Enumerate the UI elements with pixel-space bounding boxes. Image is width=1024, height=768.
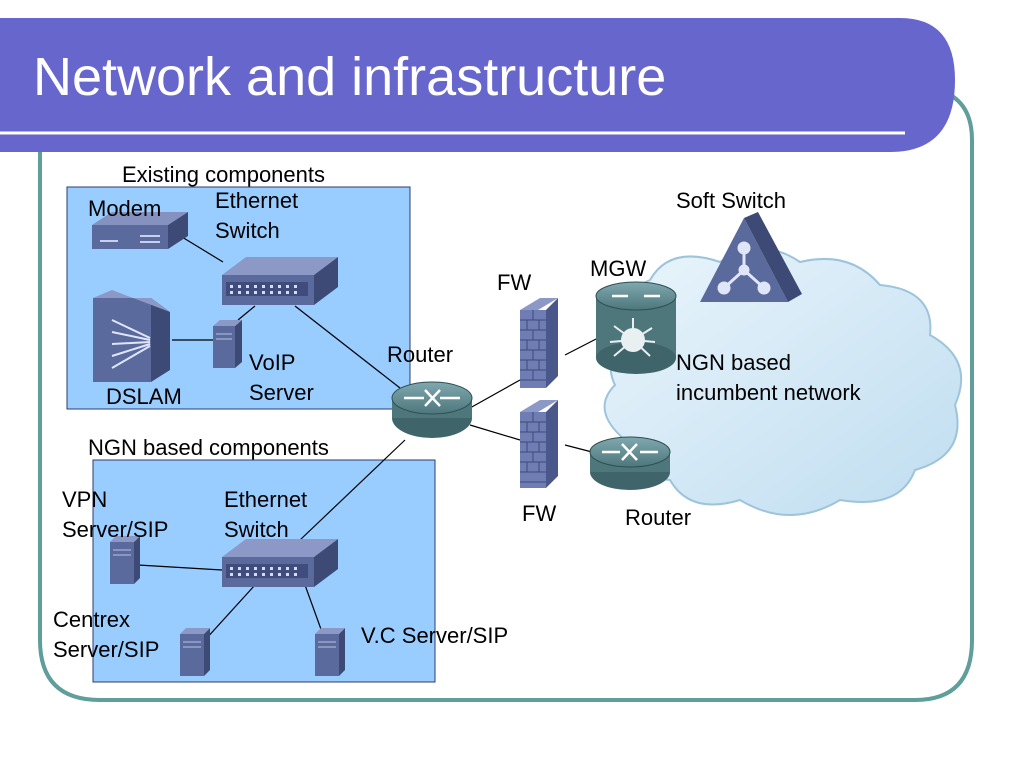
- existing-components-title: Existing components: [122, 162, 325, 187]
- voip-server-icon: [213, 320, 242, 368]
- ethernet-switch-icon: [222, 257, 338, 305]
- dslam-label: DSLAM: [106, 384, 182, 409]
- router-right-icon: [589, 436, 671, 490]
- cloud-label: NGN based incumbent network: [676, 350, 861, 405]
- fw-bottom-label: FW: [522, 501, 557, 526]
- vc-server-icon: [315, 628, 345, 676]
- ngn-ethernet-switch-icon: [222, 539, 338, 587]
- slide-title: Network and infrastructure: [33, 47, 667, 107]
- vpn-server-label: VPN Server/SIP: [62, 487, 169, 542]
- soft-switch-icon: [700, 212, 802, 302]
- connection-lines: [137, 236, 601, 641]
- firewall-top-icon: [520, 298, 558, 388]
- modem-label: Modem: [88, 196, 162, 221]
- mgw-label: MGW: [590, 256, 647, 281]
- router-right-label: Router: [625, 505, 692, 530]
- centrex-server-icon: [180, 628, 210, 676]
- slide-frame: [38, 86, 974, 702]
- ethernet-switch-label: Ethernet Switch: [215, 188, 299, 243]
- vc-server-label: V.C Server/SIP: [361, 623, 509, 648]
- modem-icon: [92, 212, 188, 249]
- router-label: Router: [387, 342, 454, 367]
- vpn-server-icon: [110, 536, 140, 584]
- ngn-ethernet-switch-label: Ethernet Switch: [224, 487, 308, 542]
- ngn-components-title: NGN based components: [88, 435, 329, 460]
- title-bar: [0, 18, 955, 152]
- dslam-icon: [93, 290, 170, 382]
- firewall-bottom-icon: [520, 400, 558, 488]
- mgw-icon: [595, 281, 677, 374]
- voip-server-label: VoIP Server: [249, 350, 314, 405]
- centrex-server-label: Centrex Server/SIP: [53, 607, 160, 662]
- router-icon: [391, 381, 473, 438]
- fw-top-label: FW: [497, 270, 532, 295]
- soft-switch-label: Soft Switch: [676, 188, 787, 213]
